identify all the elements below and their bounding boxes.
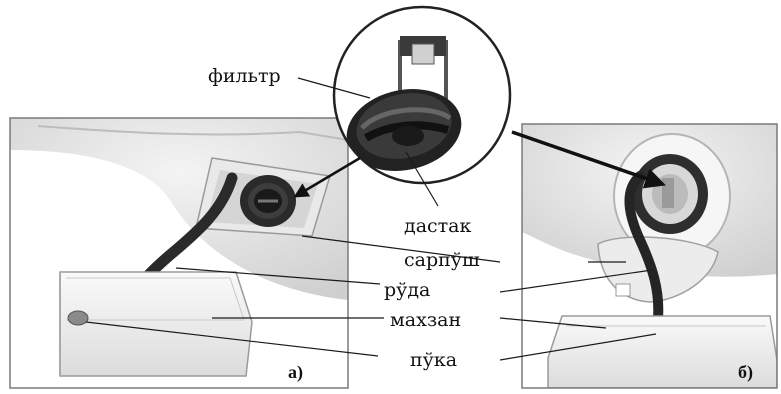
panel-left-frame: [9, 117, 349, 389]
label-cover: сарпўш: [404, 249, 480, 271]
panel-label-left: a): [288, 362, 303, 383]
panel-right-frame: [521, 123, 778, 389]
label-hose: рўда: [384, 279, 430, 301]
panel-right-photo: [522, 124, 777, 388]
zoom-circle: [332, 5, 512, 185]
label-container: махзан: [390, 309, 461, 331]
label-filter: фильтр: [208, 65, 281, 87]
zoom-arrow: [293, 156, 361, 198]
right-arrow: [511, 130, 666, 189]
panel-left-photo: [10, 118, 348, 388]
label-handle: дастак: [404, 215, 472, 237]
panel-label-right: б): [738, 362, 753, 383]
leader-lines: [85, 77, 657, 361]
hose-right: [624, 171, 664, 337]
label-plug: пўка: [410, 349, 457, 371]
